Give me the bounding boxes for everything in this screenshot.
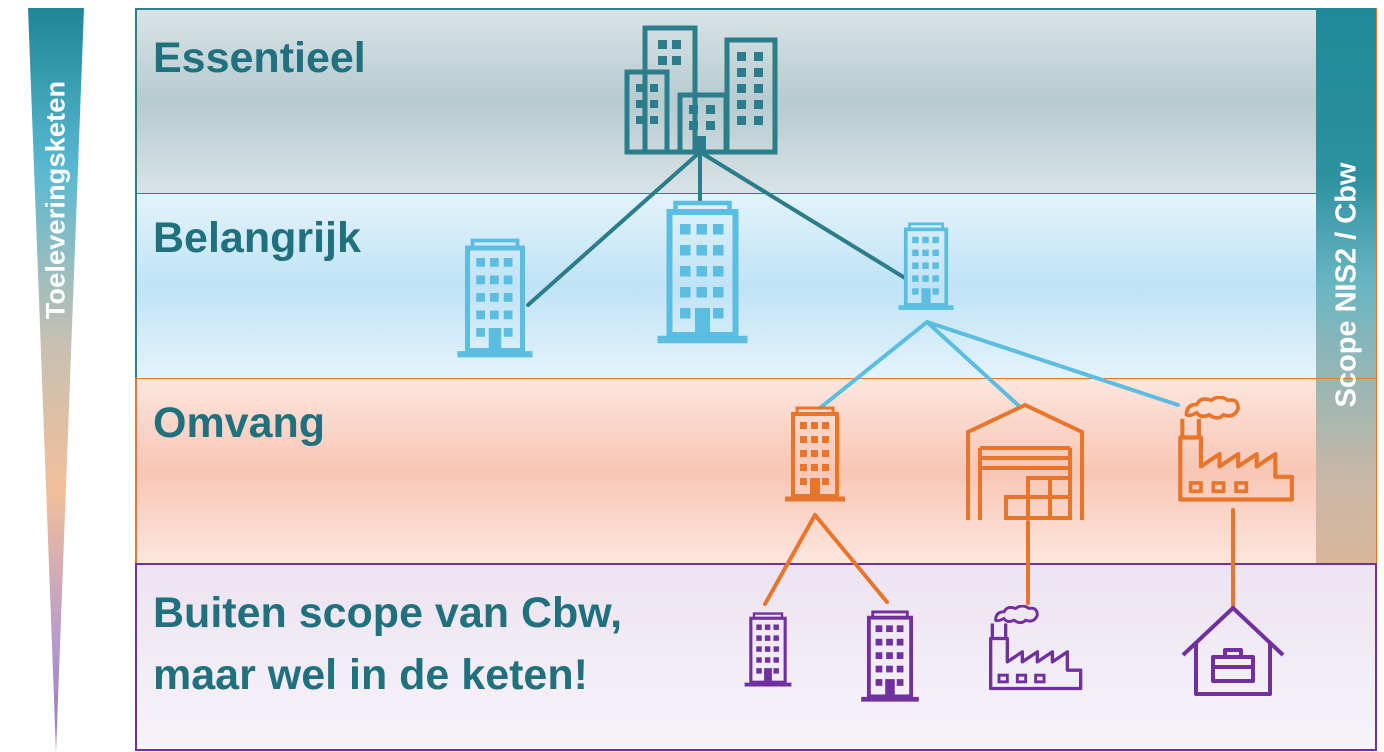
building-icon (458, 241, 533, 355)
tier-buiten-scope: Buiten scope van Cbw, maar wel in de ket… (135, 563, 1377, 751)
tier-omvang-label: Omvang (153, 399, 326, 447)
factory-icon (1180, 397, 1292, 499)
warehouse-icon (966, 402, 1084, 520)
tier-belangrijk-label: Belangrijk (153, 214, 361, 262)
scope-bar-divider (1316, 378, 1377, 379)
scope-bar (1316, 8, 1377, 563)
tier-omvang: Omvang (135, 378, 1316, 563)
tier-essentieel-label: Essentieel (153, 34, 366, 82)
building-icon (861, 612, 919, 699)
supply-chain-wedge (28, 8, 84, 752)
tier-buiten-scope-label-line1: Buiten scope van Cbw, (153, 589, 623, 637)
factory-icon (988, 605, 1083, 691)
tier-buiten-scope-label-line2: maar wel in de keten! (153, 651, 588, 699)
office-buildings-icon (624, 25, 778, 155)
building-icon (745, 614, 792, 685)
building-icon (658, 203, 748, 340)
house-briefcase-icon (1181, 606, 1285, 696)
tier-belangrijk: Belangrijk (135, 193, 1316, 379)
building-icon (898, 224, 953, 308)
building-icon (785, 408, 845, 499)
